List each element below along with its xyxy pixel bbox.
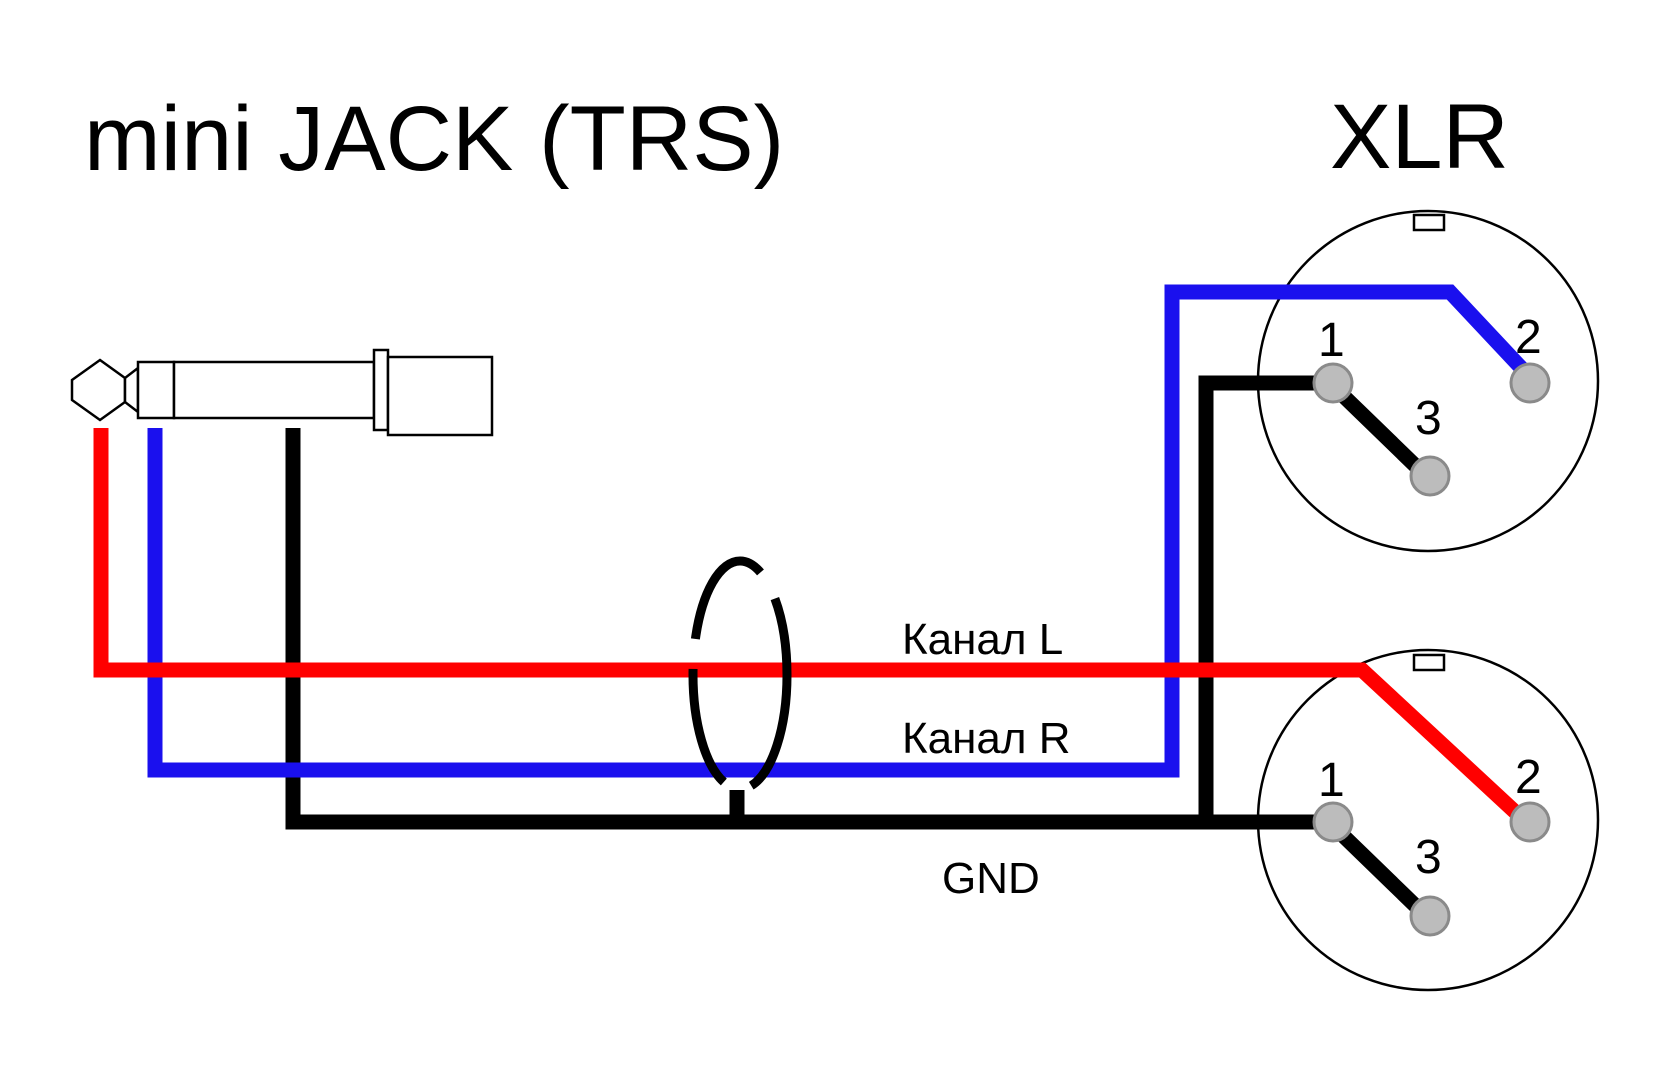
jack-sleeve — [172, 360, 376, 420]
xlr-top-pin-3 — [1409, 455, 1451, 497]
right-channel-label: Канал R — [902, 714, 1071, 763]
xlr-bottom-key — [1412, 653, 1446, 672]
xlr-top-pin-1-label: 1 — [1318, 314, 1345, 367]
xlr-bottom-pin-1 — [1312, 801, 1354, 843]
jack-collar — [372, 348, 390, 432]
ground-wire — [285, 428, 1330, 830]
left-channel-label: Канал L — [902, 615, 1063, 664]
jack-ring — [136, 360, 176, 420]
jack-tip-insulator — [123, 365, 140, 415]
jack-plug — [70, 348, 494, 437]
xlr-bottom-pin-3-label: 3 — [1415, 831, 1442, 884]
cable-shield — [688, 556, 792, 794]
jack-tip — [70, 358, 127, 422]
xlr-top-pin-1 — [1312, 362, 1354, 404]
xlr-top-key — [1412, 213, 1446, 232]
xlr-title: XLR — [1330, 86, 1509, 188]
xlr-bottom-pin-2 — [1509, 801, 1551, 843]
xlr-bottom-pin-3 — [1409, 895, 1451, 937]
right-channel-wire — [147, 284, 1532, 778]
ground-label: GND — [942, 854, 1040, 903]
xlr-top-pin-2-label: 2 — [1515, 311, 1542, 364]
left-channel-wire — [93, 428, 1532, 828]
xlr-connector-bottom — [1256, 648, 1600, 992]
xlr-bottom-pin-1-label: 1 — [1318, 754, 1345, 807]
xlr-top-pin-3-label: 3 — [1415, 392, 1442, 445]
xlr-bottom-pin-2-label: 2 — [1515, 751, 1542, 804]
xlr-top-pin-2 — [1509, 362, 1551, 404]
jack-handle — [386, 355, 494, 437]
jack-title: mini JACK (TRS) — [84, 88, 784, 190]
